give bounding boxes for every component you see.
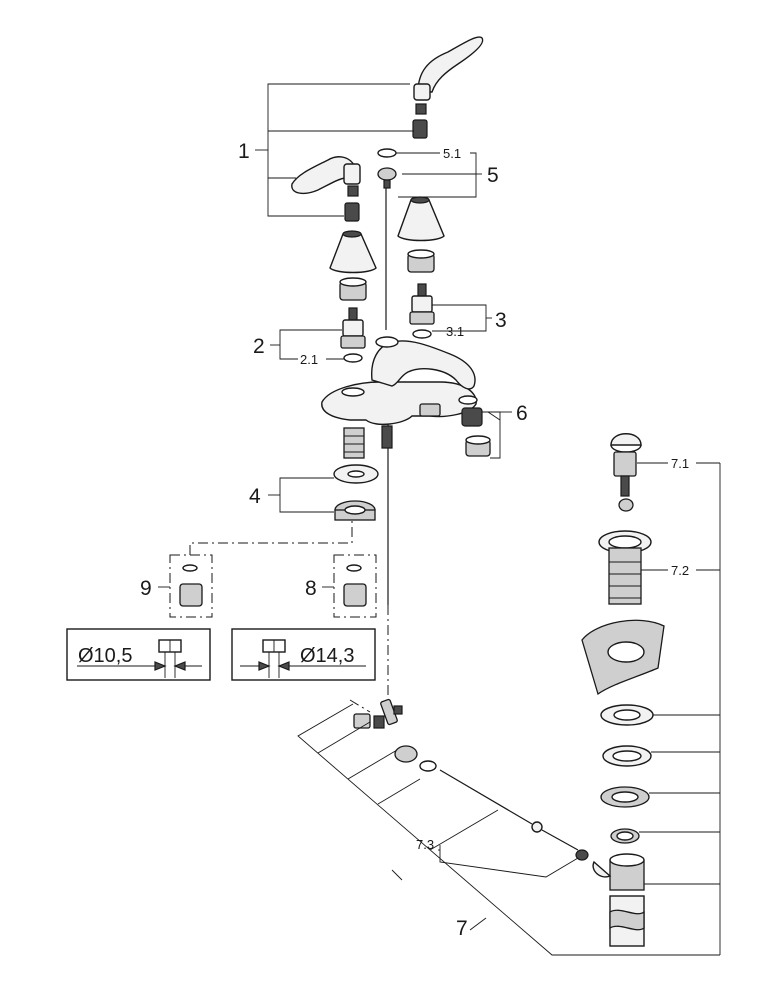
dimension-box-14-3 (231, 628, 376, 681)
basin-section (581, 619, 665, 696)
callout-3-1: 3.1 (446, 324, 464, 339)
faucet-body (321, 336, 477, 459)
lever-handle-left (291, 156, 361, 195)
handle-adapter-right (412, 103, 428, 139)
callout-2: 2 (253, 335, 265, 358)
callout-5-1: 5.1 (443, 146, 461, 161)
pop-up-knob (377, 148, 397, 189)
drain-plug (610, 433, 642, 512)
connector-kit-8 (333, 554, 377, 618)
callout-1: 1 (238, 140, 250, 163)
lock-nut-right (407, 249, 435, 273)
handle-adapter-left (344, 185, 360, 222)
drain-tailpiece (592, 853, 645, 947)
lever-handle-right (413, 36, 484, 101)
dimension-label-10-5: Ø10,5 (78, 645, 132, 667)
callout-2-1: 2.1 (300, 352, 318, 367)
escutcheon-cap-left (329, 230, 377, 274)
dimension-box-10-5 (66, 628, 211, 681)
drain-body (598, 530, 652, 605)
drain-washers (600, 704, 654, 844)
valve-cartridge-left (340, 307, 366, 363)
callout-6: 6 (516, 402, 528, 425)
mounting-washer-nut (333, 464, 379, 521)
valve-cartridge-right (409, 283, 435, 339)
callout-7-3: 7.3 (416, 837, 434, 852)
callout-7: 7 (456, 917, 468, 940)
aerator-parts (458, 395, 491, 457)
callout-9: 9 (140, 577, 152, 600)
escutcheon-cap-right (397, 196, 445, 242)
lock-nut-left (339, 277, 367, 301)
dimension-label-14-3: Ø14,3 (300, 645, 354, 667)
callout-7-2: 7.2 (671, 563, 689, 578)
callout-3: 3 (495, 309, 507, 332)
pivot-rod-assembly (353, 698, 589, 861)
callout-5: 5 (487, 164, 499, 187)
callout-4: 4 (249, 485, 261, 508)
connector-kit-9 (169, 554, 213, 618)
callout-8: 8 (305, 577, 317, 600)
callout-7-1: 7.1 (671, 456, 689, 471)
